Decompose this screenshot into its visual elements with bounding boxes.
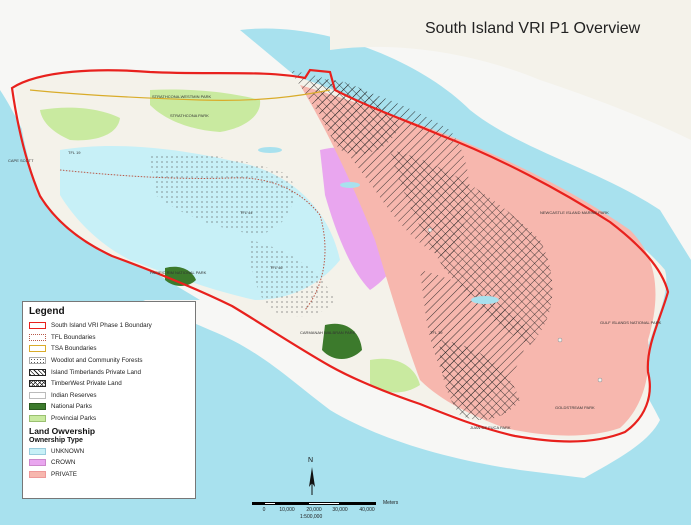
woodlot-dotted-area [150,153,294,235]
legend-item-label: South Island VRI Phase 1 Boundary [51,322,152,330]
scale-unit-label: Meters [383,500,399,506]
indian-reserves [427,227,603,383]
scale-tick-label: 40,000 [359,507,375,513]
woodlot-dotted-area-2 [249,240,335,317]
timberwest-crosshatch-central [390,150,553,345]
map-label: TFL 19 [68,150,81,155]
scale-segment [252,502,264,505]
scale-segment [340,502,376,505]
land-ownership-heading: Land Owvership [29,426,96,437]
provincial-park-west [40,107,120,141]
map-label: STRATHCONA-WESTMIN PARK [152,94,212,99]
dotted-fill-swatch [29,357,46,365]
scale-tick-label: 0 [262,507,266,513]
legend-item: PRIVATE [29,469,189,481]
dark-green-swatch [29,403,46,411]
red-outline-swatch [29,322,46,330]
legend-title: Legend [29,306,65,317]
scale-segment [276,502,308,505]
legend-item-label: Woodlot and Community Forests [51,357,143,365]
tsa-boundary-line [29,89,331,101]
reserve-marker [597,377,603,383]
map-label: JUAN DE FUCA PARK [470,425,511,430]
map-title: South Island VRI P1 Overview [425,20,641,37]
legend-item-label: TimberWest Private Land [51,380,122,388]
map-label: CARMANAH WALBRAN PARK [300,330,356,335]
map-label: TFL 46 [270,265,283,270]
scale-segment [308,502,340,505]
map-label: TFL 39 [430,330,443,335]
hatched-swatch [29,368,46,376]
legend-item: Island Timberlands Private Land [29,366,189,378]
legend-panel: Legend South Island VRI Phase 1 Boundary… [22,301,196,499]
lake-central [340,182,360,188]
legend-item-label: TSA Boundaries [51,345,97,353]
legend-item: UNKNOWN [29,445,189,457]
north-arrow: N [305,457,319,497]
yellow-outline-swatch [29,345,46,353]
scale-segment [264,502,276,505]
map-label: PACIFIC RIM NATIONAL PARK [150,270,207,275]
scale-ratio-label: 1:500,000 [300,514,323,520]
scale-bar: 0 10,000 20,000 30,000 40,000 Meters 1:5… [252,500,398,522]
pink-swatch [29,459,46,467]
scale-tick-label: 10,000 [279,507,295,513]
timberwest-crosshatch-south [439,340,520,420]
map-label: STRATHCONA PARK [170,113,209,118]
timberwest-crosshatch [310,79,400,154]
legend-item-label: UNKNOWN [51,447,85,455]
north-arrow-icon [309,467,315,495]
dotted-outline-swatch [29,333,46,341]
map-label: TFL 44 [240,210,253,215]
legend-item: South Island VRI Phase 1 Boundary [29,320,189,332]
legend-item-label: Indian Reserves [51,391,97,399]
legend-item-label: PRIVATE [51,470,78,478]
white-swatch [29,391,46,399]
provincial-park-south [370,358,420,393]
legend-item: Provincial Parks [29,413,189,425]
legend-item-label: National Parks [51,403,92,411]
map-label: GULF ISLANDS NATIONAL PARK [600,320,662,325]
map-label: NEWCASTLE ISLAND MARINE PARK [540,210,609,215]
scale-tick-label: 30,000 [332,507,348,513]
reserve-marker [427,227,433,233]
vri-phase1-boundary [10,68,670,443]
legend-item-label: TFL Boundaries [51,333,96,341]
tfl-boundary-line [59,169,326,311]
light-green-swatch [29,415,46,423]
map-label: GOLDSTREAM PARK [555,405,595,410]
legend-item: TimberWest Private Land [29,378,189,390]
scale-tick-label: 20,000 [306,507,322,513]
north-label: N [308,457,314,464]
ocean-west [0,90,200,300]
legend-item: Woodlot and Community Forests [29,355,189,367]
salmon-swatch [29,470,46,478]
legend-item: TSA Boundaries [29,343,189,355]
cyan-swatch [29,447,46,455]
national-park-coast [165,266,196,286]
crosshatch-swatch [29,380,46,388]
legend-item: TFL Boundaries [29,332,189,344]
lake-cowichan [471,296,499,304]
legend-item-label: Provincial Parks [51,415,97,423]
legend-item-label: CROWN [51,459,76,467]
reserve-marker [557,337,563,343]
map-label: CAPE SCOTT [8,158,34,163]
legend-item: Indian Reserves [29,390,189,402]
legend-item: CROWN [29,457,189,469]
ownership-type-heading: Ownership Type [29,437,83,445]
legend-item: National Parks [29,401,189,413]
lake-north [258,147,282,153]
national-park-pacific-rim [322,323,362,359]
mainland-area [330,0,691,140]
legend-item-label: Island Timberlands Private Land [51,368,141,376]
